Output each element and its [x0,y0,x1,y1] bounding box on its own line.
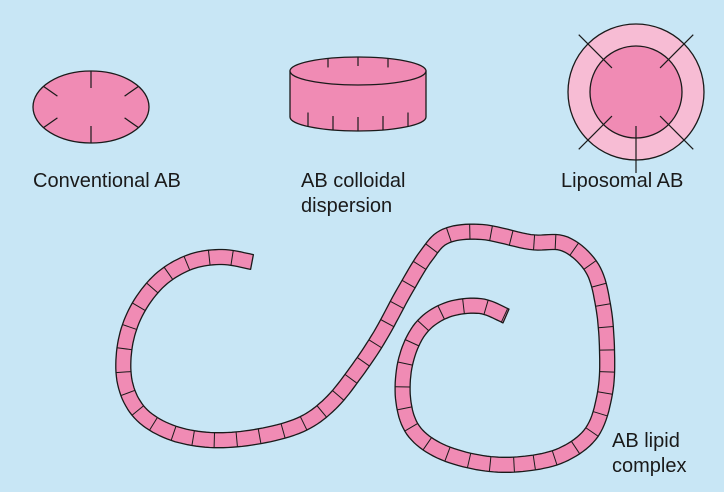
label-colloidal-line2: dispersion [301,193,392,219]
label-lipid-line2: complex [612,453,686,479]
colloidal-dispersion-disc [290,57,426,131]
label-colloidal-line1: AB colloidal [301,168,406,194]
label-conventional-ab: Conventional AB [33,168,181,194]
label-liposomal-ab: Liposomal AB [561,168,683,194]
label-lipid-line1: AB lipid [612,428,680,454]
conventional-ab-particle [33,71,149,143]
